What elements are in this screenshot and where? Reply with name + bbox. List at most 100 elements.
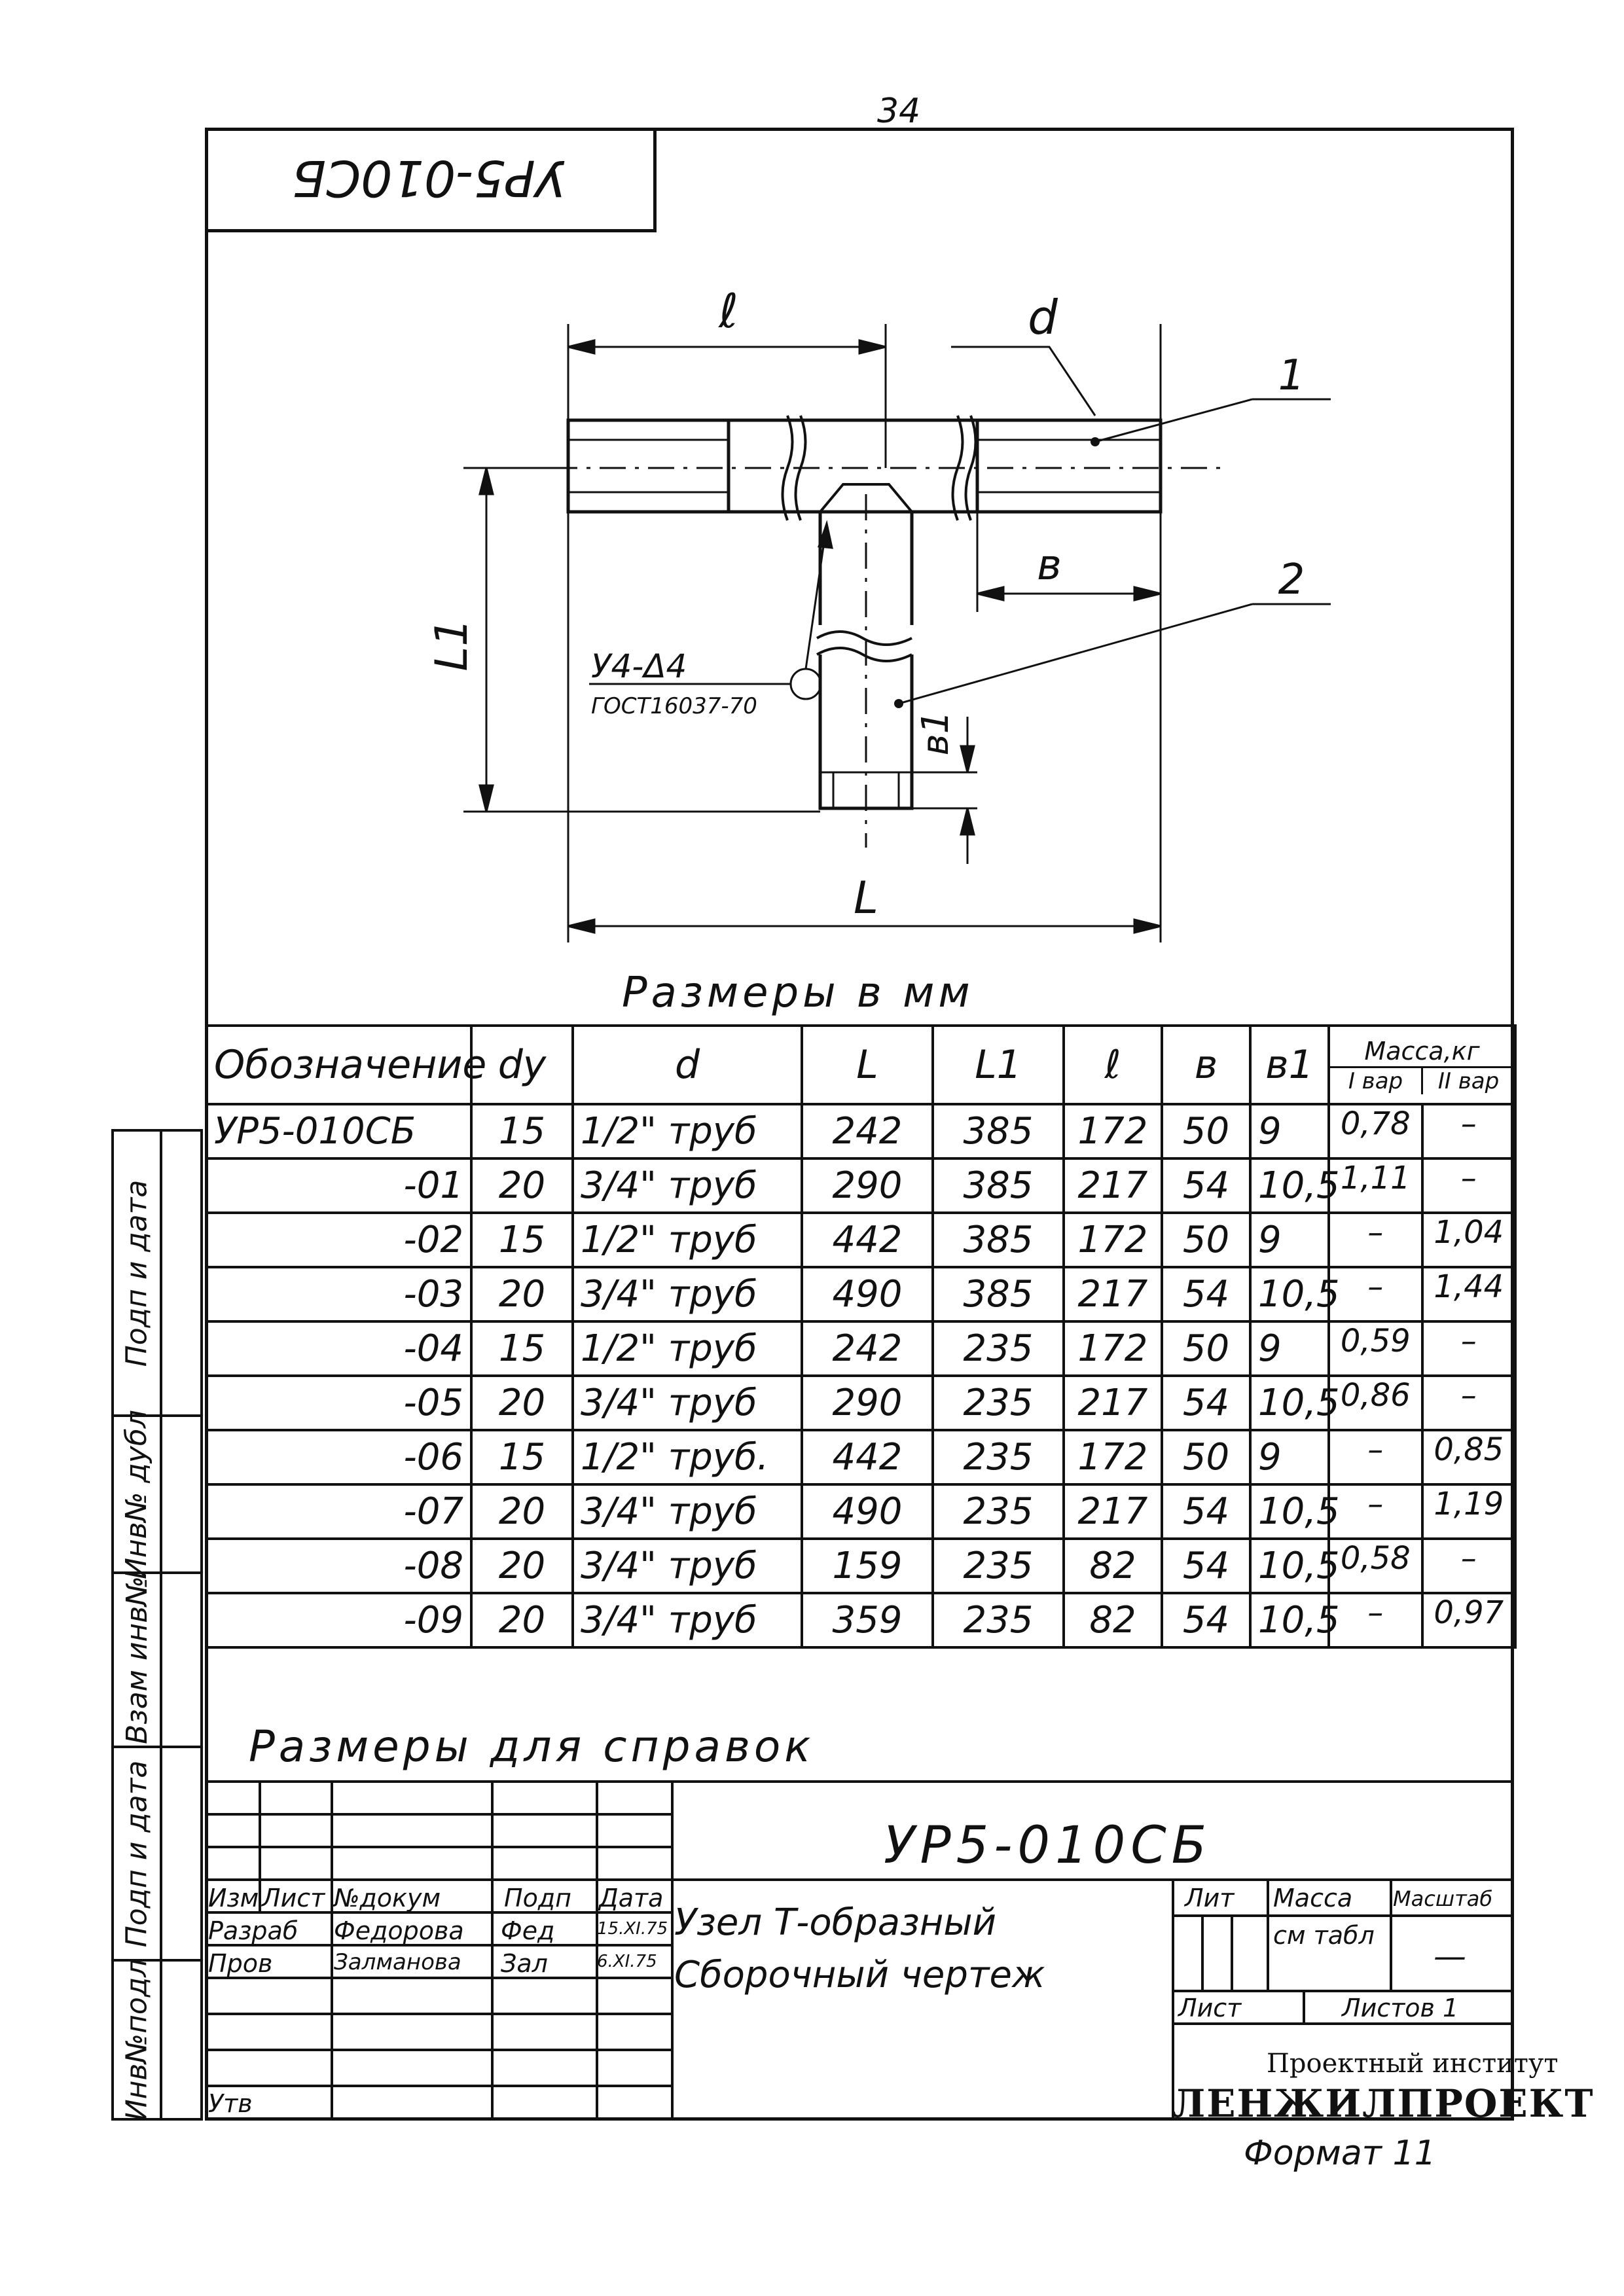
cell-d: 3/4" труб bbox=[571, 1157, 803, 1214]
cell-d: 1/2" труб bbox=[571, 1320, 803, 1377]
cell-b1: 9 bbox=[1249, 1211, 1330, 1268]
cell-L: 242 bbox=[801, 1103, 934, 1160]
cell-L: 242 bbox=[801, 1320, 934, 1377]
cell-m1: 0,78 bbox=[1340, 1105, 1411, 1142]
pos2-label: 2 bbox=[1278, 556, 1305, 604]
cell-dy: 20 bbox=[470, 1483, 574, 1540]
cell-b1: 10,5 bbox=[1249, 1157, 1340, 1214]
razrab-sign: Фед bbox=[501, 1916, 555, 1945]
cell-oboz: -06 bbox=[205, 1429, 473, 1486]
cell-m2: 0,97 bbox=[1420, 1594, 1515, 1646]
cell-m2: – bbox=[1420, 1105, 1515, 1157]
cell-l: 217 bbox=[1062, 1374, 1163, 1431]
header-var1: I вар bbox=[1348, 1067, 1403, 1094]
cell-m1: – bbox=[1367, 1486, 1384, 1522]
cell-l: 217 bbox=[1062, 1483, 1163, 1540]
cell-d: 3/4" труб bbox=[571, 1483, 803, 1540]
dim-L-label: L bbox=[854, 872, 878, 924]
cell-oboz: -01 bbox=[205, 1157, 473, 1214]
cell-L: 159 bbox=[801, 1537, 934, 1594]
cell-oboz: УР5-010СБ bbox=[205, 1103, 473, 1160]
cell-m2: 0,85 bbox=[1420, 1431, 1515, 1483]
title-code: УР5-010СБ bbox=[884, 1816, 1212, 1875]
title-name-line2: Сборочный чертеж bbox=[674, 1954, 1045, 1996]
dim-b1-label: в1 bbox=[914, 711, 957, 756]
cell-oboz: -07 bbox=[205, 1483, 473, 1540]
sheets-label: Листов 1 bbox=[1342, 1994, 1459, 2022]
cell-L1: 235 bbox=[931, 1374, 1065, 1431]
cell-L1: 235 bbox=[931, 1320, 1065, 1377]
header-massa-label: Масса,кг bbox=[1364, 1036, 1480, 1066]
cell-oboz: -02 bbox=[205, 1211, 473, 1268]
utv-label: Утв bbox=[208, 2089, 253, 2118]
spec-table: Обозначение dу d L L1 ℓ в в1 Масса,кг I … bbox=[205, 1024, 1517, 1649]
cell-dy: 15 bbox=[470, 1429, 574, 1486]
col-data: Дата bbox=[599, 1884, 664, 1912]
cell-massa: 0,78– bbox=[1327, 1103, 1517, 1160]
cell-l: 82 bbox=[1062, 1537, 1163, 1594]
prov-date: 6.XI.75 bbox=[597, 1952, 657, 1971]
cell-massa: –1,44 bbox=[1327, 1266, 1517, 1323]
cell-L: 490 bbox=[801, 1483, 934, 1540]
cell-b: 54 bbox=[1161, 1157, 1252, 1214]
side-label-4: Подп и дата bbox=[120, 1760, 154, 1947]
header-l: ℓ bbox=[1062, 1024, 1163, 1105]
cell-d: 1/2" труб bbox=[571, 1211, 803, 1268]
cell-b1: 10,5 bbox=[1249, 1374, 1340, 1431]
pos1-dot bbox=[1091, 437, 1100, 446]
cell-b: 50 bbox=[1161, 1429, 1252, 1486]
format-label: Формат 11 bbox=[1244, 2134, 1436, 2173]
cell-m2: – bbox=[1420, 1323, 1515, 1374]
reference-caption: Размеры для справок bbox=[249, 1721, 815, 1772]
col-podp: Подп bbox=[504, 1884, 571, 1912]
cell-dy: 15 bbox=[470, 1103, 574, 1160]
cell-L1: 235 bbox=[931, 1592, 1065, 1649]
cell-m1: 0,58 bbox=[1340, 1540, 1411, 1577]
cell-dy: 15 bbox=[470, 1320, 574, 1377]
dim-L1 bbox=[463, 467, 820, 813]
cell-massa: –1,19 bbox=[1327, 1483, 1517, 1540]
side-col-2: Инв№ дубл bbox=[111, 1409, 203, 1579]
tee-drawing: ℓ d 1 в 2 L1 bbox=[426, 283, 1331, 942]
cell-L1: 385 bbox=[931, 1266, 1065, 1323]
header-d: d bbox=[571, 1024, 803, 1105]
cell-massa: –0,85 bbox=[1327, 1429, 1517, 1486]
cell-b: 54 bbox=[1161, 1592, 1252, 1649]
cell-dy: 20 bbox=[470, 1157, 574, 1214]
cell-m2: 1,19 bbox=[1420, 1486, 1515, 1537]
dim-l bbox=[567, 324, 887, 468]
cell-L1: 235 bbox=[931, 1429, 1065, 1486]
cell-massa: 0,59– bbox=[1327, 1320, 1517, 1377]
cell-d: 3/4" труб bbox=[571, 1592, 803, 1649]
cell-m1: – bbox=[1367, 1431, 1384, 1468]
cell-oboz: -04 bbox=[205, 1320, 473, 1377]
cell-dy: 20 bbox=[470, 1592, 574, 1649]
cell-d: 1/2" труб bbox=[571, 1103, 803, 1160]
side-label-3: Взам инв№ bbox=[120, 1575, 154, 1744]
pos2-leader bbox=[898, 603, 1331, 705]
table-header-row: Обозначение dу d L L1 ℓ в в1 Масса,кг I … bbox=[205, 1024, 1517, 1105]
cell-dy: 20 bbox=[470, 1374, 574, 1431]
page-number: 34 bbox=[877, 92, 921, 131]
cell-d: 3/4" труб bbox=[571, 1266, 803, 1323]
cell-L: 359 bbox=[801, 1592, 934, 1649]
cell-dy: 20 bbox=[470, 1537, 574, 1594]
header-var2: II вар bbox=[1421, 1067, 1514, 1094]
institute-small: Проектный институт bbox=[1267, 2049, 1559, 2079]
sizes-caption: Размеры в мм bbox=[622, 969, 974, 1017]
header-L: L bbox=[801, 1024, 934, 1105]
side-col-3: Взам инв№ bbox=[111, 1571, 203, 1748]
razrab-name: Федорова bbox=[334, 1916, 464, 1945]
pos1-leader bbox=[1094, 398, 1331, 443]
cell-massa: 1,11– bbox=[1327, 1157, 1517, 1214]
masshtab-label: Масштаб bbox=[1393, 1886, 1493, 1911]
cell-oboz: -09 bbox=[205, 1592, 473, 1649]
